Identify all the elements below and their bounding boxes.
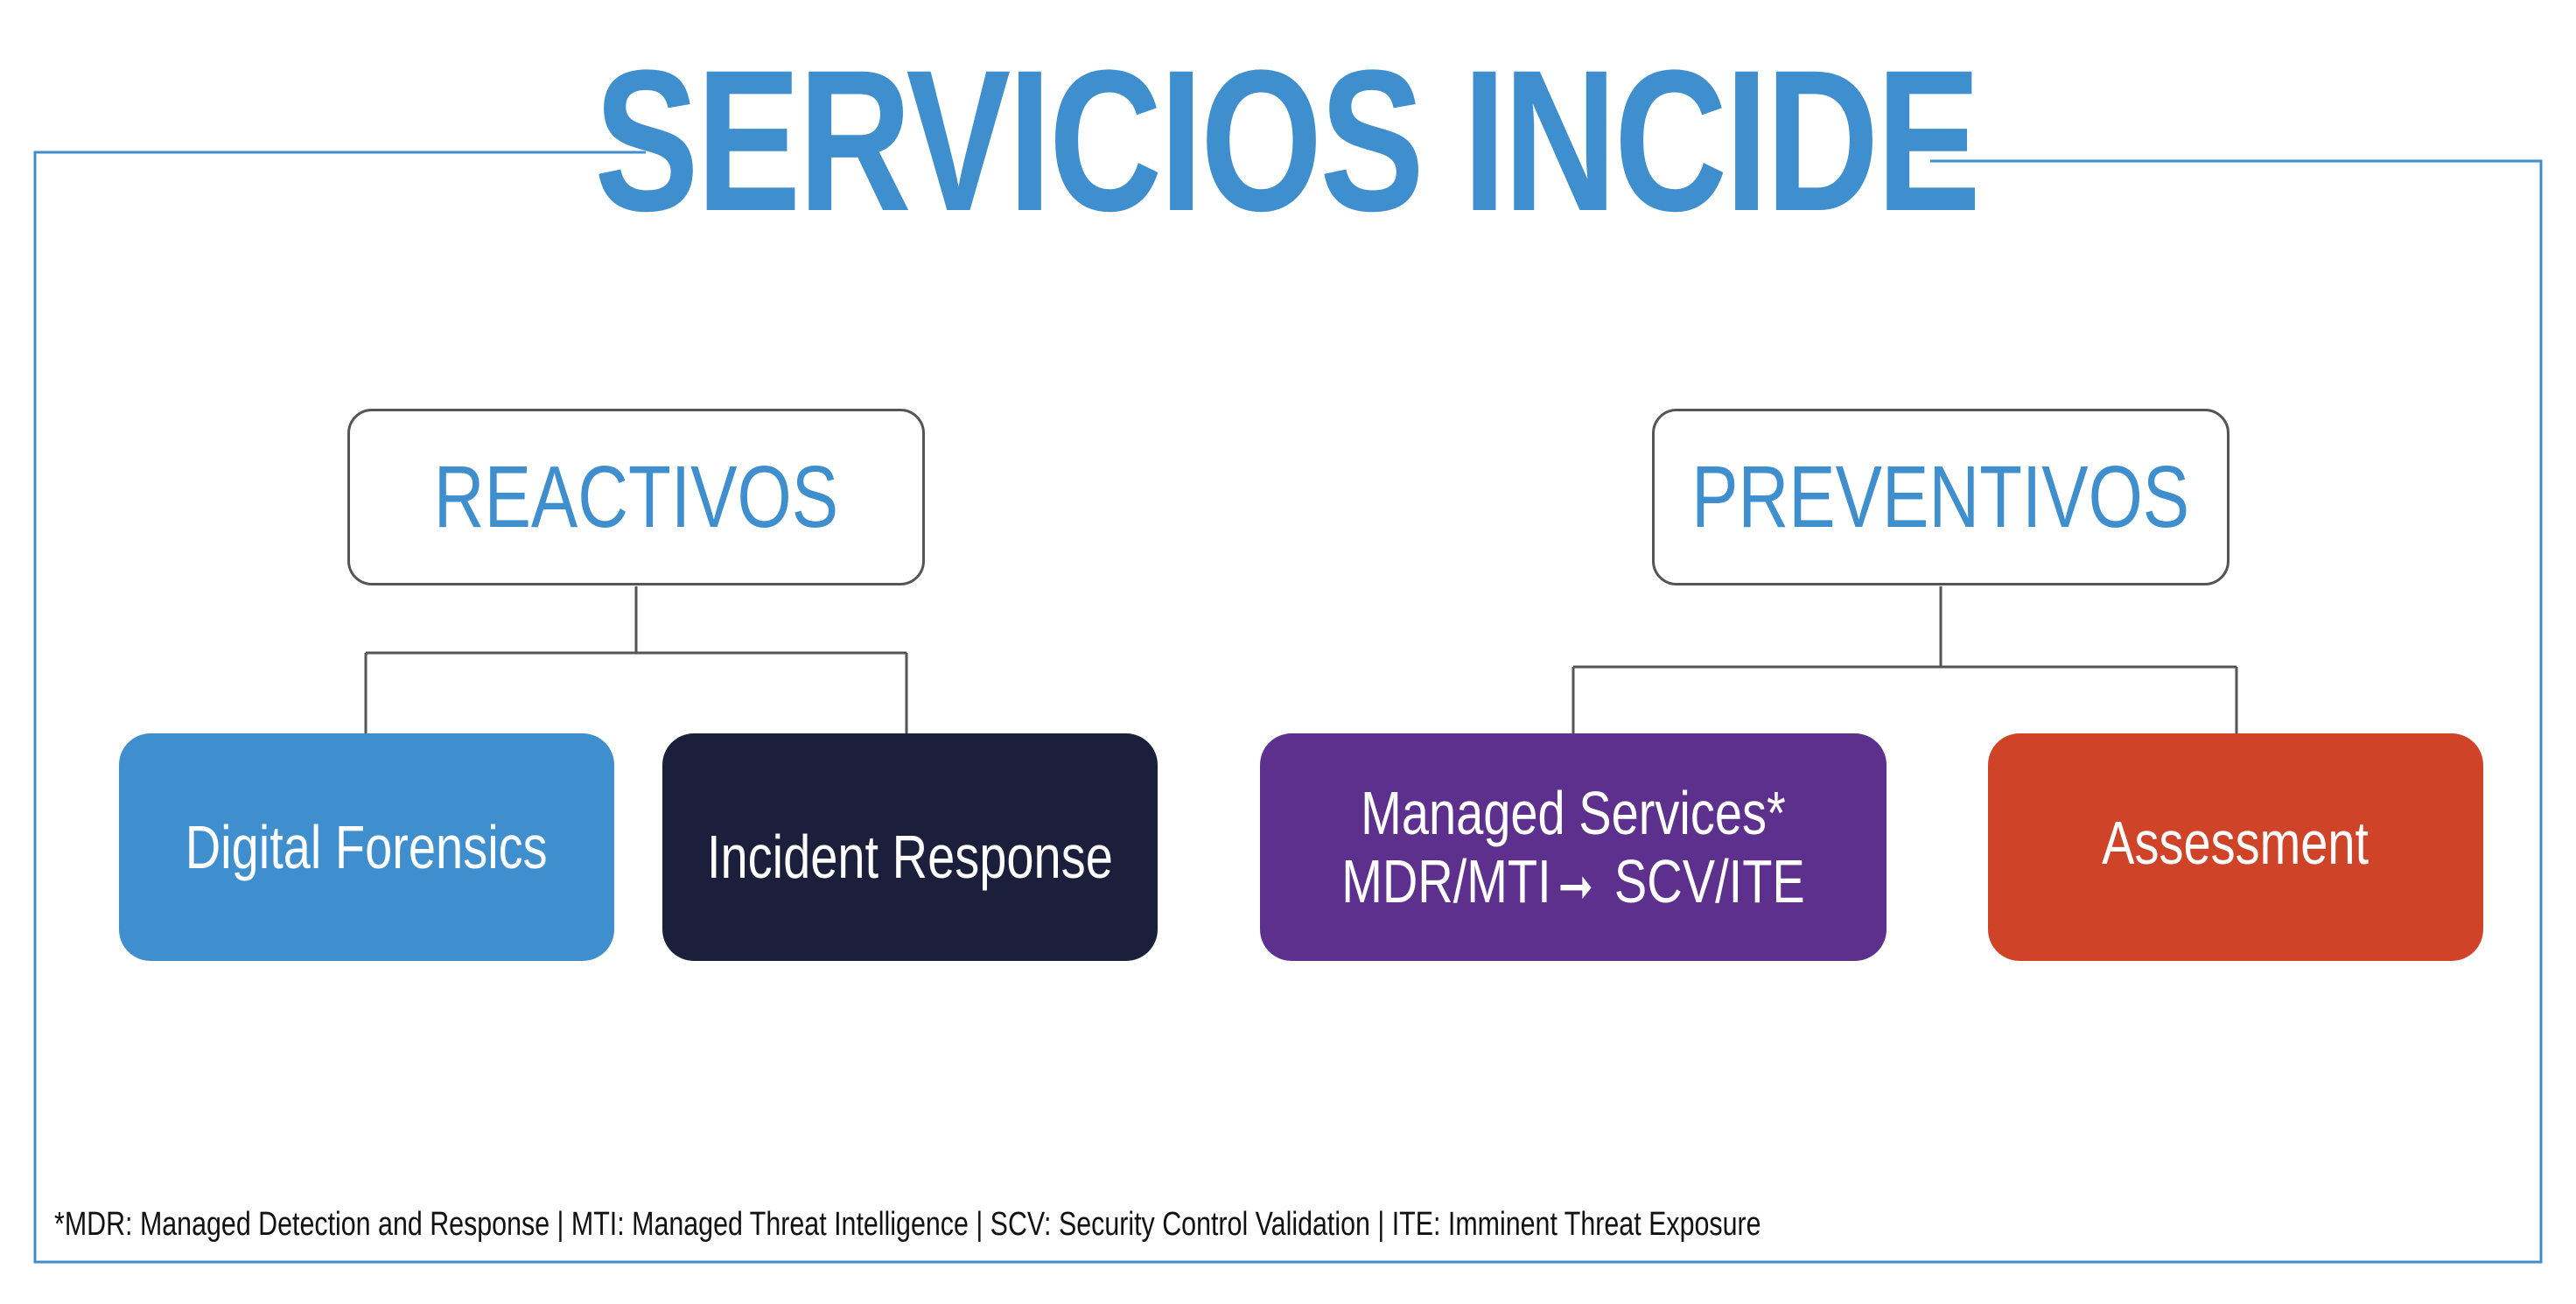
frame-border [33, 151, 2543, 1264]
managed-services-from: MDR/MTI [1341, 847, 1551, 915]
managed-services-title: Managed Services* [1361, 778, 1786, 847]
category-preventivos: PREVENTIVOS [1652, 409, 2230, 585]
service-managed-services: Managed Services* MDR/MTI➞ SCV/ITE [1260, 733, 1886, 961]
service-digital-forensics-label: Digital Forensics [186, 812, 548, 881]
service-assessment: Assessment [1988, 733, 2483, 961]
service-digital-forensics: Digital Forensics [119, 733, 614, 961]
page-title-text: SERVICIOS INCIDE [594, 27, 1981, 253]
category-reactivos: REACTIVOS [347, 409, 925, 585]
managed-services-to: SCV/ITE [1614, 847, 1805, 915]
arrow-right-icon: ➞ [1558, 856, 1593, 915]
service-assessment-label: Assessment [2102, 808, 2370, 877]
category-preventivos-label: PREVENTIVOS [1691, 448, 2190, 546]
service-incident-response-label: Incident Response [707, 822, 1113, 891]
page-title: SERVICIOS INCIDE [594, 28, 1981, 253]
footnote: *MDR: Managed Detection and Response | M… [54, 1206, 1761, 1243]
service-managed-services-label: Managed Services* MDR/MTI➞ SCV/ITE [1341, 779, 1805, 916]
service-incident-response: Incident Response [662, 733, 1158, 961]
category-reactivos-label: REACTIVOS [433, 448, 839, 546]
